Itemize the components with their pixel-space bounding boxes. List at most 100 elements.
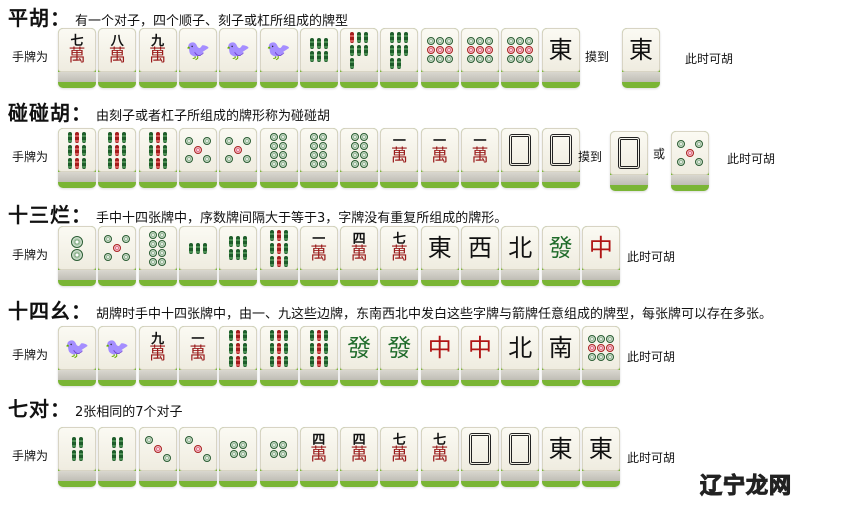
- rule-colon: ：: [71, 299, 92, 323]
- mahjong-tile: 七萬: [380, 226, 419, 286]
- bamboo-stick: [229, 342, 234, 354]
- dot-pip: [435, 37, 444, 45]
- mahjong-tile: 🐦: [98, 326, 137, 386]
- mahjong-tile: [380, 28, 419, 88]
- bamboo-stick: [162, 131, 167, 143]
- bamboo-stick: [122, 157, 127, 169]
- tile-face: [98, 226, 137, 270]
- bamboo-stick: [283, 329, 288, 341]
- dot-pip: [149, 248, 158, 257]
- dot-pip: [71, 248, 83, 261]
- tile-face: 發: [340, 326, 379, 370]
- mahjong-tile: 中: [420, 326, 459, 386]
- bamboo-stick: [115, 131, 120, 143]
- honor-glyph: 發: [387, 334, 412, 362]
- bamboo-stick: [309, 51, 314, 62]
- result-text: 此时可胡: [627, 250, 676, 264]
- dot-pip: [145, 445, 153, 453]
- bamboo-stick: [309, 38, 314, 49]
- dot-pip: [243, 137, 252, 145]
- mahjong-tile: [420, 28, 459, 88]
- mahjong-tile: [259, 128, 298, 188]
- wan-symbol: 萬: [350, 244, 368, 264]
- tile-face: 東: [581, 427, 620, 471]
- dot-pip: [270, 440, 278, 449]
- dot-suit-glyph: [229, 440, 247, 458]
- dot-pip: [310, 150, 319, 159]
- tile-face: 七萬: [380, 427, 419, 471]
- dot-pip: [426, 37, 435, 45]
- bamboo-stick: [350, 44, 355, 56]
- tile-face: 四萬: [340, 226, 379, 270]
- wan-symbol: 萬: [431, 445, 449, 465]
- dot-pip: [525, 55, 534, 63]
- tile-face: 一萬: [380, 128, 419, 172]
- bamboo-stick: [323, 342, 328, 354]
- tile-face: 發: [541, 226, 580, 270]
- tile-back: [420, 471, 459, 481]
- rule-colon: ：: [71, 203, 92, 227]
- bamboo-stick: [364, 44, 369, 56]
- bamboo-suit-glyph: [148, 131, 167, 169]
- character-suit-glyph: 四萬: [351, 434, 368, 464]
- honor-glyph: 東: [427, 234, 452, 262]
- dot-pip: [203, 146, 211, 154]
- character-suit-glyph: 八萬: [109, 35, 126, 65]
- bamboo-stick: [283, 229, 288, 241]
- dot-pip: [243, 146, 251, 154]
- wan-number: 七: [392, 433, 406, 448]
- bamboo-stick: [162, 144, 167, 156]
- tile-face: 八萬: [98, 28, 137, 72]
- bamboo-stick: [75, 144, 79, 156]
- mahjong-tile: [461, 28, 499, 88]
- dot-pip: [516, 37, 525, 45]
- bamboo-stick: [323, 355, 328, 367]
- tile-back: [461, 72, 499, 82]
- dot-suit-glyph: [184, 436, 211, 462]
- dot-pip: [350, 141, 359, 150]
- tile-face: 北: [501, 226, 540, 270]
- bamboo-stick: [316, 38, 321, 49]
- wan-symbol: 萬: [310, 244, 328, 264]
- mahjong-tile: 北: [501, 326, 540, 386]
- dot-pip: [185, 146, 193, 154]
- result-text: 此时可胡: [727, 152, 776, 166]
- mahjong-tile: 東: [541, 28, 580, 88]
- draw-label: 摸到: [578, 150, 603, 164]
- tile-back: [461, 370, 499, 380]
- dot-pip: [149, 257, 158, 266]
- dot-pip: [587, 344, 596, 352]
- bamboo-stick: [316, 342, 321, 354]
- rule-description: 有一个对子，四个顺子、刻子或杠所组成的牌型: [75, 14, 349, 29]
- bamboo-stick: [243, 329, 248, 341]
- bird-icon: 🐦: [104, 336, 130, 360]
- dot-pip: [695, 158, 703, 166]
- mahjong-tile: [138, 128, 177, 188]
- bamboo-stick: [397, 31, 402, 43]
- tile-face: [138, 128, 177, 172]
- wan-number: 八: [110, 34, 124, 49]
- character-suit-glyph: 七萬: [391, 233, 408, 263]
- result-text: 此时可胡: [685, 52, 734, 66]
- rule-name: 平胡: [8, 6, 50, 30]
- bamboo-stick: [82, 131, 86, 143]
- bamboo-stick: [276, 229, 281, 241]
- bamboo-stick: [78, 450, 83, 461]
- tile-face: 四萬: [299, 427, 338, 471]
- dot-pip: [194, 137, 202, 145]
- dot-pip: [154, 436, 162, 444]
- rule-name: 十四幺: [8, 299, 71, 323]
- wan-symbol: 萬: [350, 445, 368, 465]
- dot-suit-glyph: [310, 132, 328, 168]
- tile-face: [219, 226, 258, 270]
- tile-back: [380, 471, 419, 481]
- mahjong-tile: [58, 427, 96, 487]
- tile-face: [299, 28, 338, 72]
- bamboo-stick: [243, 249, 248, 260]
- dot-pip: [467, 46, 475, 54]
- wan-number: 七: [392, 232, 406, 247]
- site-watermark: 辽宁龙网: [699, 468, 792, 500]
- tile-back: [380, 172, 419, 182]
- tile-back: [58, 270, 96, 280]
- dot-pip: [319, 132, 328, 141]
